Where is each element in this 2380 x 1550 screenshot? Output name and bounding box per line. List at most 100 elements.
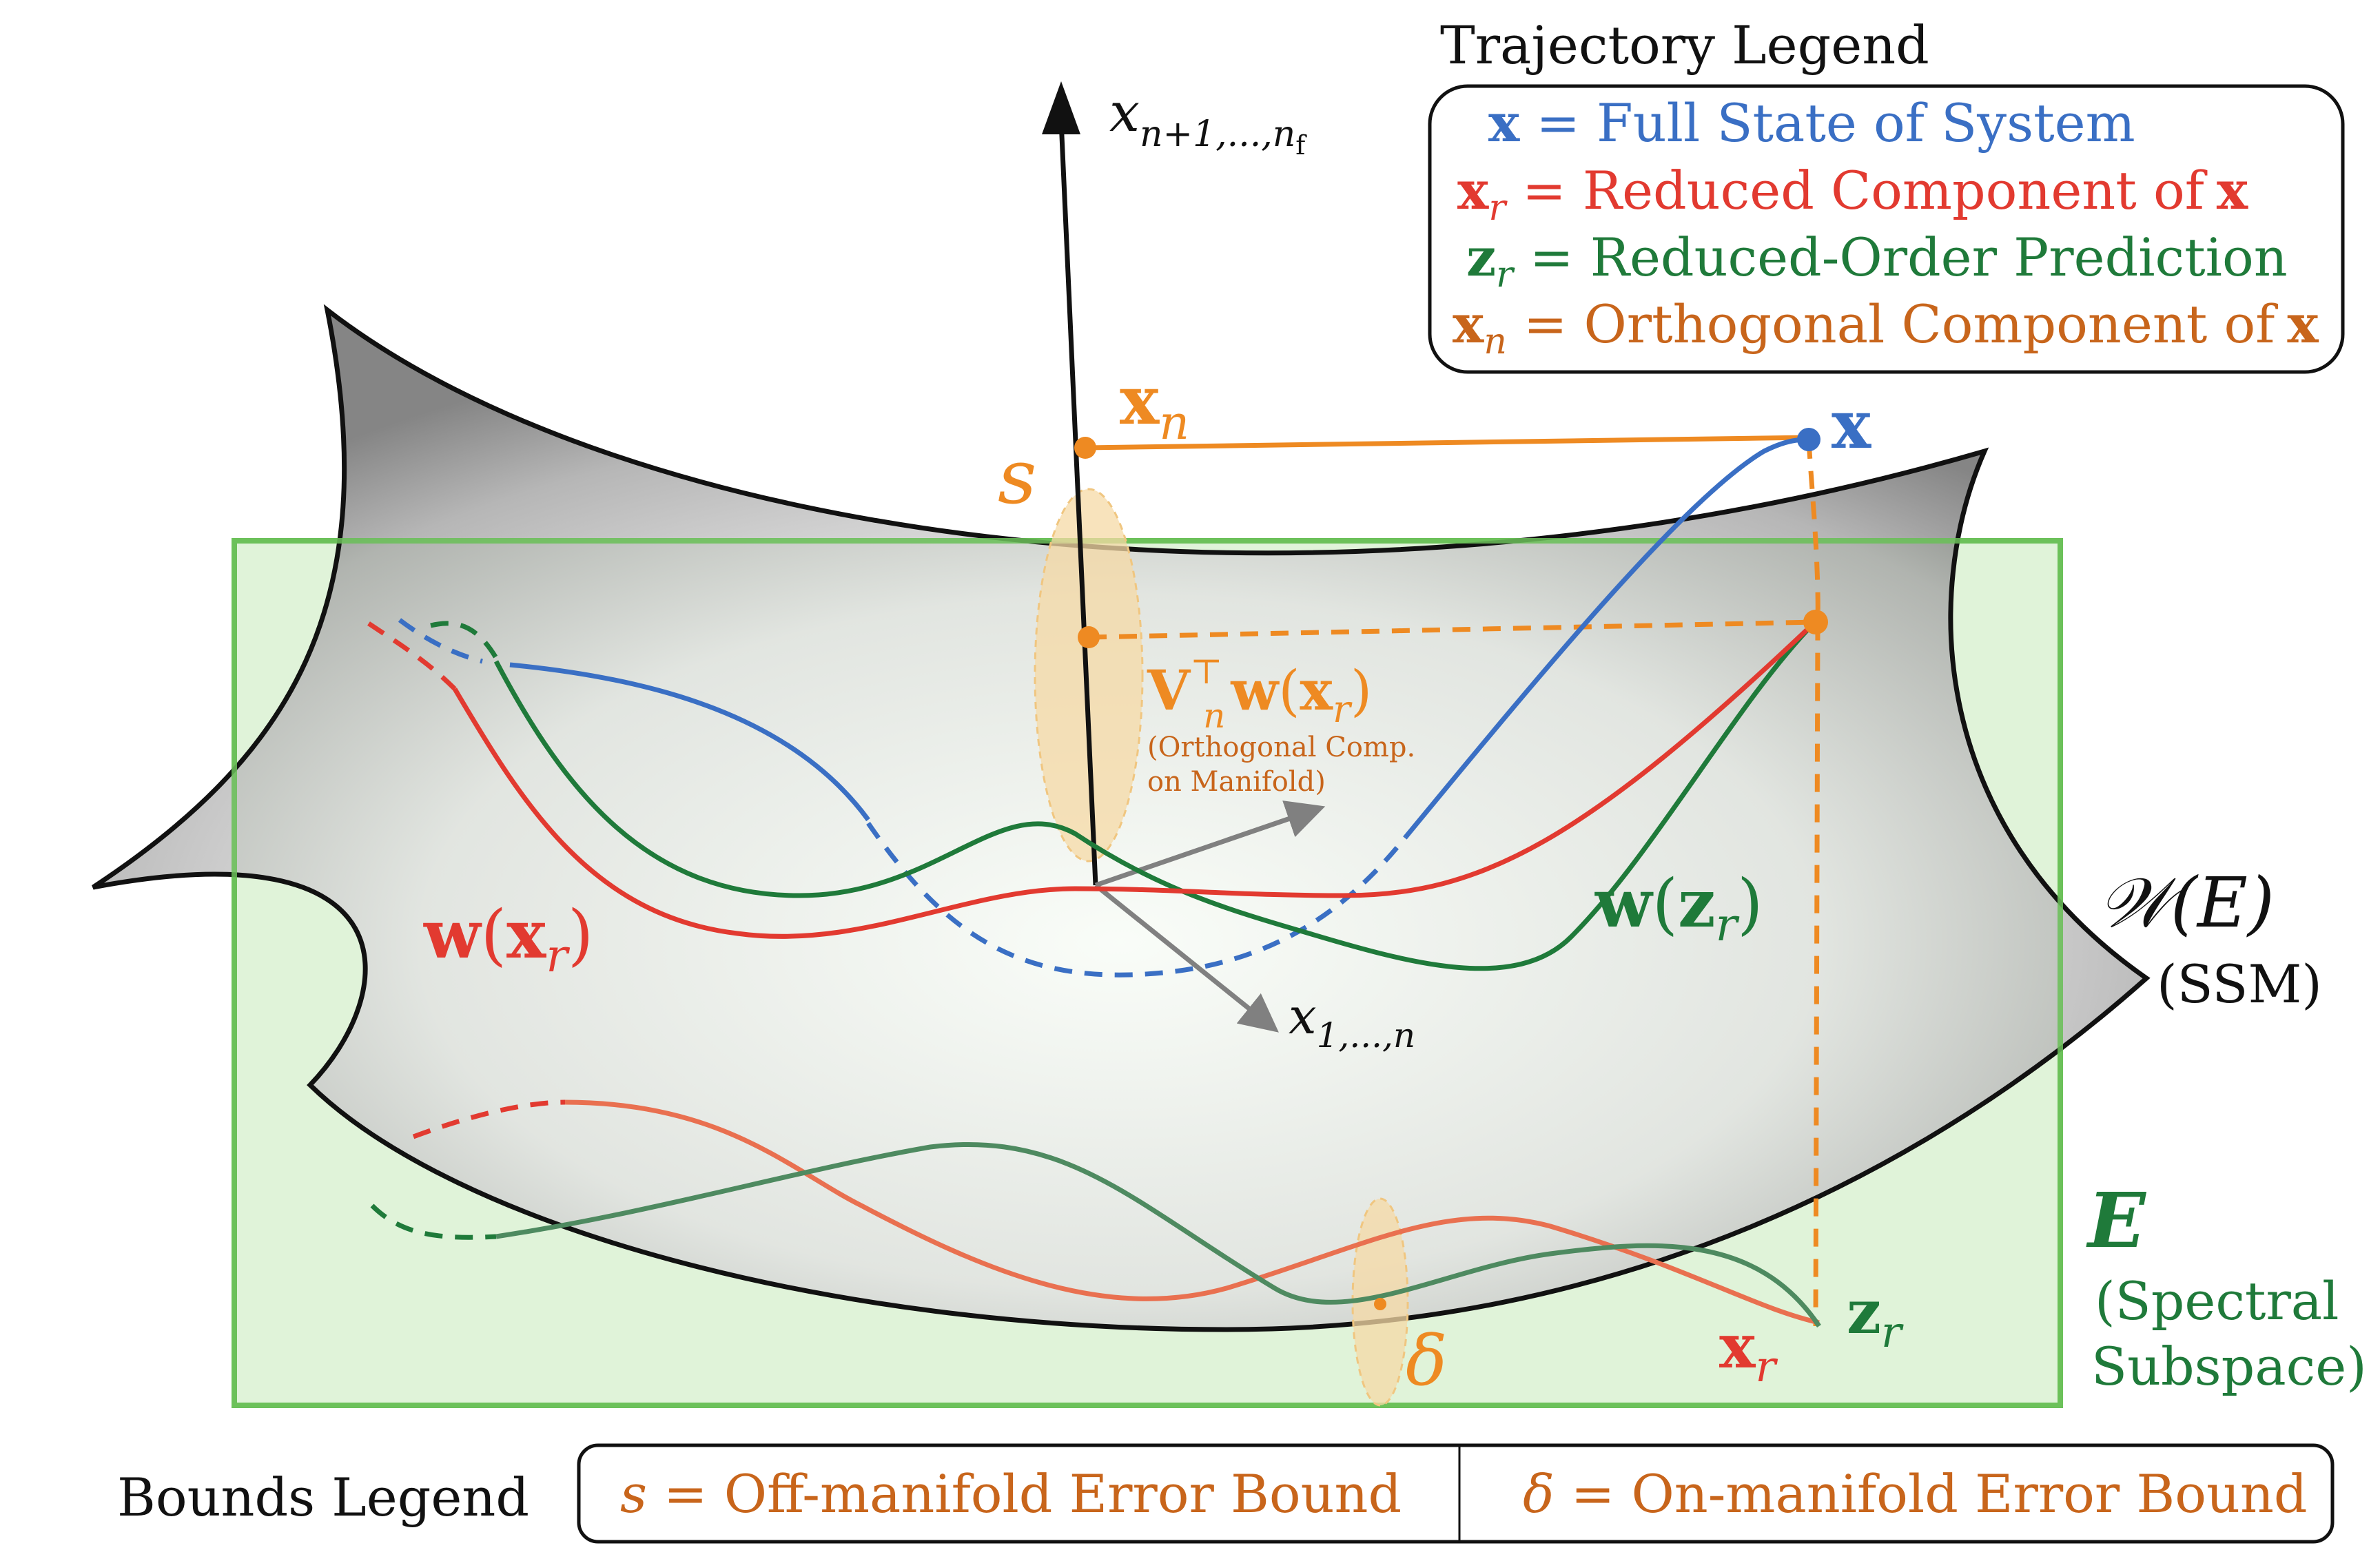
manifold-corner-point: [1803, 610, 1828, 634]
bounds-legend-on-manifold: δ = On-manifold Error Bound: [1523, 1463, 2308, 1525]
bounds-s-symbol: s: [620, 1463, 647, 1525]
full-state-label: x: [1832, 386, 1871, 464]
zr-bottom-z: z: [1847, 1276, 1881, 1347]
V-transpose: ⊤: [1190, 652, 1222, 692]
bounds-legend-box: [577, 1443, 2335, 1544]
legend-zr-equals: =: [1530, 227, 1574, 288]
open-paren: (: [1278, 659, 1300, 723]
vertical-axis-base: x: [1109, 82, 1140, 144]
orthogonal-manifold-point: [1078, 626, 1100, 648]
w-zr-r: r: [1716, 898, 1740, 951]
w-zr-w: w: [1594, 865, 1654, 942]
bounds-delta-symbol: δ: [1523, 1463, 1555, 1525]
w-xr-r: r: [546, 929, 570, 982]
V-symbol: V: [1147, 658, 1191, 723]
legend-zr-text: Reduced-Order Prediction: [1590, 227, 2288, 288]
vertical-axis-sub: n+1,...,n: [1140, 114, 1295, 155]
reduced-component-upper: [452, 621, 1816, 939]
ortho-note-line-2: on Manifold): [1147, 766, 1326, 798]
full-state-trajectory-dashed-start: [398, 618, 483, 664]
spectral-subspace-outline: [232, 538, 2063, 1408]
x-symbol: x: [1300, 658, 1333, 723]
reduced-component-lower: [564, 1099, 1820, 1325]
ortho-note-line-1: (Orthogonal Comp.: [1147, 732, 1415, 763]
horizontal-axis-sub: 1,...,n: [1317, 1015, 1415, 1055]
vertical-axis-arrowhead: [1042, 81, 1080, 134]
full-state-trajectory-upper: [509, 662, 870, 822]
xn-label: xn: [1120, 362, 1189, 451]
horizontal-axis-x1n: [1094, 883, 1279, 1033]
close-paren: ): [1351, 659, 1372, 723]
bounds-legend-off-manifold: s = Off-manifold Error Bound: [620, 1463, 1402, 1525]
legend-xr-suffix: x: [2217, 160, 2248, 221]
full-state-trajectory-rise: [1404, 437, 1810, 839]
reduced-order-prediction-upper: [493, 621, 1816, 971]
spectral-note-line-2: Subspace): [2091, 1336, 2367, 1397]
full-state-point: [1797, 428, 1820, 451]
w-xr-x: x: [506, 896, 546, 973]
horizontal-axis-secondary: [1094, 800, 1326, 888]
legend-xr-text: Reduced Component of: [1583, 160, 2208, 221]
xn-label-sub: n: [1159, 396, 1189, 451]
legend-x-symbol: x: [1488, 92, 1520, 154]
legend-zr-symbol: z: [1466, 227, 1496, 288]
zr-bottom-r: r: [1881, 1307, 1904, 1357]
legend-x-text: Full State of System: [1597, 92, 2135, 154]
xn-point: [1074, 437, 1096, 459]
legend-xr-equals: =: [1522, 160, 1566, 221]
horizontal-axis-base: x: [1289, 987, 1317, 1045]
reduced-order-prediction-lower-dashed: [370, 1203, 497, 1240]
legend-xn-sub: n: [1484, 321, 1507, 362]
w-zr-z: z: [1678, 865, 1716, 942]
legend-xn-symbol: x: [1453, 293, 1484, 355]
s-label: s: [998, 433, 1036, 521]
bounds-delta-text: On-manifold Error Bound: [1631, 1463, 2307, 1525]
delta-center-point: [1374, 1298, 1386, 1310]
legend-item-reduced-prediction: zr=Reduced-Order Prediction: [1466, 227, 2288, 296]
legend-item-full-state: x = Full State of System: [1488, 92, 2135, 154]
bounds-s-equals: =: [664, 1463, 708, 1525]
vertical-axis: [1058, 120, 1098, 886]
vertical-axis-label: xn+1,...,nf: [1109, 82, 1307, 161]
reduced-order-prediction-lower: [495, 1142, 1821, 1327]
legend-x-equals: =: [1536, 92, 1580, 154]
ssm-rest: (E): [2171, 862, 2275, 943]
spectral-subspace-label: E: [2086, 1176, 2147, 1265]
legend-xn-suffix: x: [2287, 293, 2319, 355]
w-symbol: w: [1230, 658, 1280, 723]
bounds-s-text: Off-manifold Error Bound: [724, 1463, 1402, 1525]
ssm-abbrev-label: (SSM): [2157, 953, 2322, 1015]
off-manifold-bound-ellipse: [1034, 488, 1144, 862]
xr-bottom-x: x: [1719, 1310, 1756, 1382]
legend-xn-equals: =: [1524, 293, 1568, 355]
xn-projection-line: [1085, 435, 1809, 451]
r-sub: r: [1333, 688, 1353, 731]
zr-endpoint-label: zr: [1847, 1276, 1904, 1357]
w-xr-open: (: [481, 896, 506, 973]
spectral-note-line-1: (Spectral: [2095, 1270, 2339, 1332]
vertical-axis-subsub: f: [1295, 130, 1307, 161]
w-xr-label: w(xr): [423, 896, 593, 982]
bounds-delta-equals: =: [1571, 1463, 1615, 1525]
full-state-trajectory-hidden: [866, 822, 1408, 978]
w-zr-label: w(zr): [1594, 865, 1763, 951]
w-zr-open: (: [1652, 865, 1678, 942]
reduced-order-prediction-dashed-start: [430, 621, 499, 659]
V-sub-n: n: [1203, 696, 1225, 736]
trajectory-legend-box: [1428, 84, 2345, 374]
trajectory-legend-title: Trajectory Legend: [1440, 14, 1929, 76]
w-xr-w: w: [423, 896, 482, 973]
delta-label: δ: [1406, 1321, 1447, 1401]
legend-xn-text: Orthogonal Component of: [1584, 293, 2279, 355]
legend-xr-sub: r: [1488, 187, 1508, 229]
legend-xr-symbol: x: [1457, 160, 1489, 221]
w-xr-close: ): [568, 896, 593, 973]
reduced-component-dashed-start: [367, 621, 457, 691]
horizontal-axis-label: x1,...,n: [1289, 987, 1415, 1055]
w-zr-close: ): [1737, 865, 1763, 942]
xn-label-base: x: [1120, 362, 1160, 440]
xr-bottom-r: r: [1755, 1341, 1778, 1392]
